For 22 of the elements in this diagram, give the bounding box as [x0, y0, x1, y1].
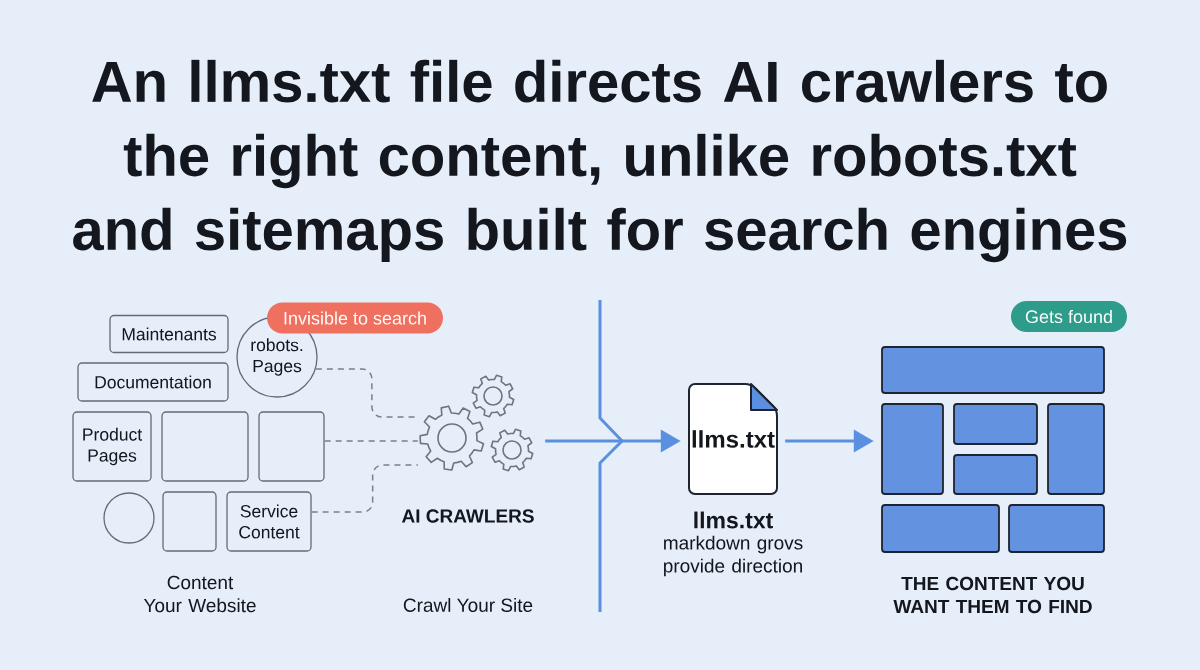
node-label: markdown grovs provide direction: [664, 535, 803, 577]
dashed-connector: [323, 440, 419, 442]
page-box: Documentation: [77, 362, 229, 402]
gears-icon: [419, 374, 534, 472]
title: An llms.txt file directs AI crawlers to the right content, unlike robots.txt and sitemaps built for search engines: [73, 59, 1127, 263]
empty-circle: [103, 492, 155, 544]
node-label: Crawl Your Site: [403, 598, 533, 612]
file-document: llms.txt: [688, 383, 778, 495]
empty-box: [161, 411, 249, 482]
page-layout-illustration: [881, 346, 1105, 553]
page-box: Service Content: [226, 491, 312, 552]
group-label: Content Your Website: [143, 575, 256, 613]
node-heading: llms.txt: [694, 511, 773, 529]
tag-pill: Invisible to search: [267, 302, 443, 334]
empty-box: [162, 491, 217, 552]
tag-pill: Gets found: [1011, 301, 1127, 332]
empty-box: [258, 411, 325, 482]
dashed-connector: [310, 464, 419, 513]
node-heading: THE CONTENT YOU WANT THEM TO FIND: [893, 576, 1092, 614]
page-box: Maintenants: [109, 314, 229, 354]
page-box: Product Pages: [72, 411, 152, 482]
node-heading: AI CRAWLERS: [402, 509, 534, 523]
